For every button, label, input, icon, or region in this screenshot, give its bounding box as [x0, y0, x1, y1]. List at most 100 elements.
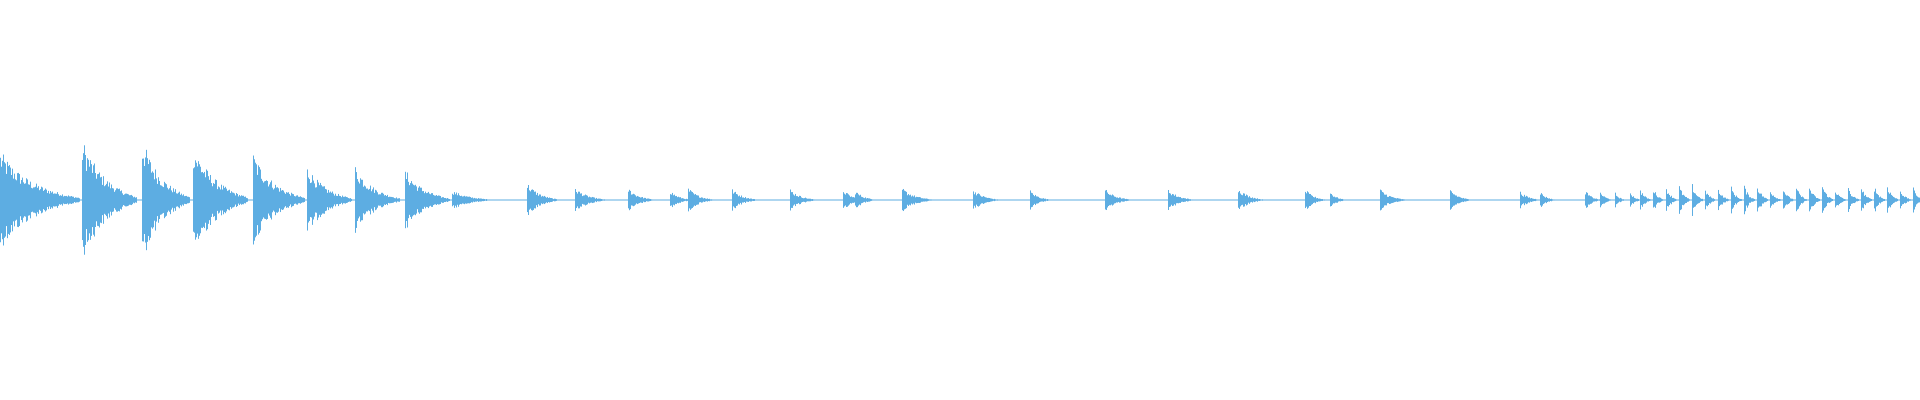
waveform-bar	[1094, 199, 1095, 201]
waveform-bar	[929, 199, 930, 201]
waveform-bar	[1489, 199, 1490, 201]
waveform-bar	[1236, 199, 1237, 201]
waveform-bar	[373, 187, 374, 213]
waveform-bar	[153, 172, 154, 228]
waveform-bar	[1785, 194, 1786, 206]
waveform-bar	[47, 193, 48, 207]
waveform-bar	[246, 197, 247, 203]
waveform-bar	[1918, 197, 1919, 203]
waveform-bar	[1855, 197, 1856, 203]
waveform-bar	[1200, 199, 1201, 201]
waveform-bar	[1020, 199, 1021, 201]
waveform-bar	[982, 196, 983, 204]
waveform-bar	[225, 186, 226, 214]
waveform-bar	[189, 197, 190, 203]
waveform-bar	[1704, 199, 1705, 201]
waveform-bar	[1876, 193, 1877, 207]
waveform-bar	[1472, 199, 1473, 201]
waveform-bar	[931, 199, 932, 201]
waveform-bar	[129, 195, 130, 205]
waveform-bar	[571, 199, 572, 201]
waveform-bar	[434, 195, 435, 205]
waveform-bar	[511, 199, 512, 201]
waveform-bar	[1801, 196, 1802, 204]
waveform-bar	[920, 197, 921, 203]
waveform-bar	[497, 199, 498, 201]
waveform-bar	[258, 165, 259, 235]
waveform-bar	[679, 197, 680, 203]
waveform-bar	[1831, 198, 1832, 202]
waveform-bar	[541, 196, 542, 204]
waveform-bar	[1527, 196, 1528, 204]
waveform-bar	[1299, 199, 1300, 201]
waveform-bar	[1806, 199, 1807, 201]
waveform-bar	[961, 199, 962, 201]
waveform-bar	[1513, 199, 1514, 201]
waveform-bar	[411, 181, 412, 219]
waveform-bar	[1053, 199, 1054, 201]
waveform-bar	[555, 198, 556, 202]
waveform-bar	[325, 188, 326, 212]
waveform-bar	[788, 199, 789, 201]
waveform-bar	[467, 196, 468, 204]
waveform-bar	[712, 199, 713, 201]
waveform-bar	[834, 199, 835, 201]
waveform-bar	[1912, 199, 1913, 201]
waveform-bar	[821, 199, 822, 201]
waveform-bar	[1350, 199, 1351, 201]
waveform-bar	[549, 197, 550, 203]
waveform-bar	[1367, 199, 1368, 201]
waveform-bar	[1590, 196, 1591, 204]
waveform-bar	[159, 180, 160, 220]
waveform-bar	[1735, 196, 1736, 204]
waveform-bar	[1780, 199, 1781, 201]
waveform-bar	[1629, 199, 1630, 201]
waveform-bar	[1512, 199, 1513, 201]
waveform-bar	[974, 194, 975, 206]
waveform-bar	[20, 183, 21, 217]
waveform-bar	[1421, 199, 1422, 201]
waveform-bar	[378, 194, 379, 206]
waveform-bar	[37, 187, 38, 213]
waveform-bar	[1794, 199, 1795, 201]
waveform-bar	[1813, 194, 1814, 206]
waveform-bar	[370, 185, 371, 215]
waveform-bar	[329, 192, 330, 208]
waveform-bar	[1138, 199, 1139, 201]
waveform-bar	[199, 164, 200, 236]
waveform-bar	[1548, 198, 1549, 202]
waveform-bar	[1120, 197, 1121, 203]
waveform-bar	[1556, 199, 1557, 201]
waveform-bar	[123, 194, 124, 206]
waveform-bar	[240, 196, 241, 204]
waveform-bar	[984, 196, 985, 204]
waveform-bar	[643, 198, 644, 202]
waveform-bar	[1913, 187, 1914, 213]
waveform-bar	[480, 198, 481, 202]
waveform-bar	[779, 199, 780, 201]
waveform-bar	[1775, 197, 1776, 203]
waveform-bar	[1110, 194, 1111, 206]
waveform-bar	[903, 188, 904, 212]
waveform-bar	[1034, 196, 1035, 204]
waveform-bar	[1390, 196, 1391, 204]
waveform-bar	[922, 198, 923, 202]
waveform-bar	[45, 188, 46, 212]
waveform-bar	[1777, 198, 1778, 202]
waveform-bar	[345, 196, 346, 204]
waveform-bar	[48, 190, 49, 210]
waveform-bar	[339, 195, 340, 205]
waveform-bar	[1112, 194, 1113, 206]
waveform-bar	[1056, 199, 1057, 201]
waveform-bar	[205, 177, 206, 223]
waveform-bar	[61, 195, 62, 205]
waveform-bar	[986, 197, 987, 203]
waveform-bar	[1337, 197, 1338, 203]
waveform-bar	[441, 197, 442, 203]
waveform-bar	[394, 198, 395, 202]
waveform-bar	[869, 198, 870, 202]
waveform-bar	[645, 197, 646, 203]
waveform-bar	[640, 197, 641, 203]
waveform-bar	[1748, 194, 1749, 206]
